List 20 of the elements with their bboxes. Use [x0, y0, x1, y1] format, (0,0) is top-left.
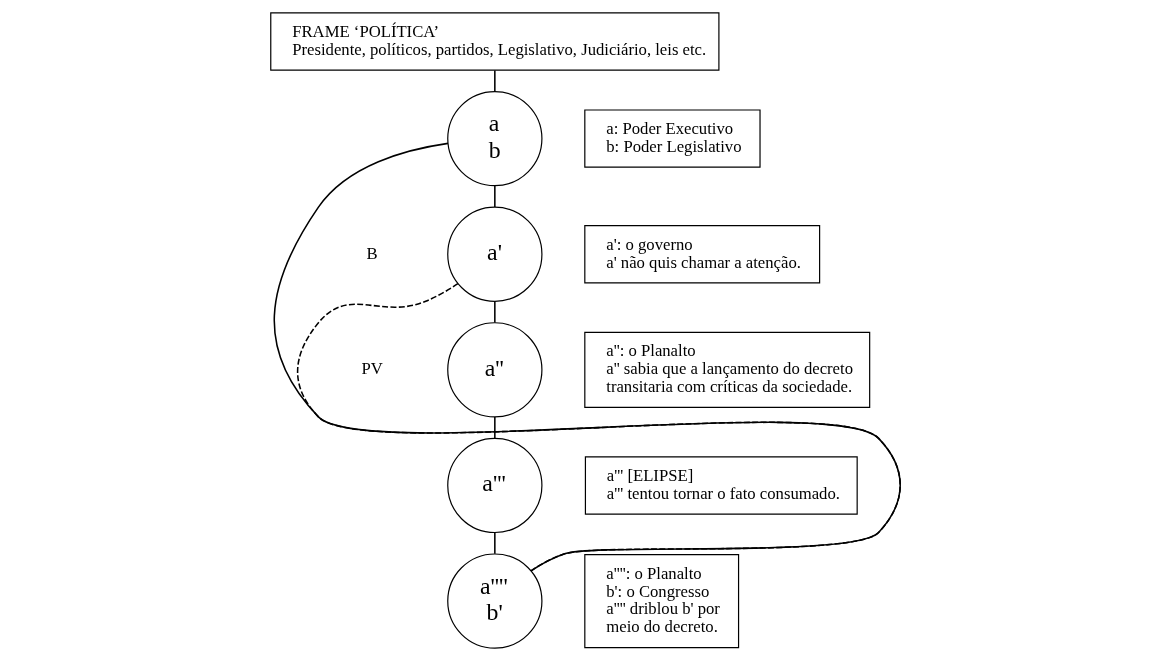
node-box: FRAME ‘POLÍTICA’ Presidente, políticos, partidos, Legislativo, Judiciário, leis etc. — [270, 12, 720, 71]
node-box: a''' [ELIPSE] a''' tentou tornar o fato consumado. — [584, 456, 858, 515]
connector — [494, 69, 496, 93]
node-box: a'': o Planalto a'' sabia que a lançamento do decreto transitaria com críticas da sociedade. — [584, 331, 871, 408]
connector — [494, 416, 496, 439]
label: B — [366, 243, 378, 263]
node-circle: a' — [447, 206, 543, 302]
connector — [494, 185, 496, 208]
node-circle: a b — [447, 90, 543, 187]
node-circle: a'' — [447, 322, 543, 418]
node-box: a'''': o Planalto b': o Congresso a'''' driblou b' por meio do decreto. — [584, 553, 740, 649]
node-box: a': o governo a' não quis chamar a atenção. — [584, 225, 821, 284]
label: PV — [361, 359, 383, 379]
node-box: a: Poder Executivo b: Poder Legislativo — [584, 109, 761, 168]
connector — [296, 282, 901, 572]
node-circle: a'''' b' — [447, 553, 543, 649]
node-circle: a''' — [447, 437, 543, 534]
connector — [494, 531, 496, 555]
connector — [273, 142, 901, 572]
connector — [494, 300, 496, 324]
